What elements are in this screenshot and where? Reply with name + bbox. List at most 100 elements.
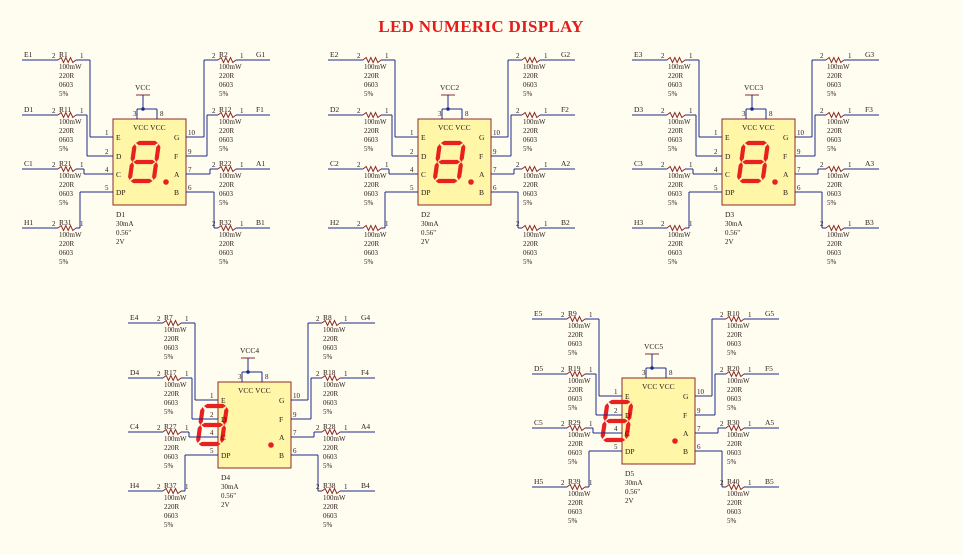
net-label-right: G2 xyxy=(561,50,570,59)
pin-number: 9 xyxy=(797,148,801,156)
resistor-spec-line: 100mW xyxy=(727,322,750,330)
segment-pin-letter: E xyxy=(725,133,730,142)
resistor-spec-line: 5% xyxy=(568,349,578,357)
resistor-designator: R11 xyxy=(59,105,71,114)
resistor-pin-label: 1 xyxy=(80,107,84,115)
resistor-spec-line: 220R xyxy=(668,181,684,189)
display-spec-line: 0.56" xyxy=(421,229,436,237)
resistor-pin-label: 1 xyxy=(240,161,244,169)
resistor-designator: R8 xyxy=(323,313,332,322)
resistor-spec-line: 220R xyxy=(219,181,235,189)
led-segment xyxy=(600,421,607,439)
resistor-spec-line: 220R xyxy=(323,335,339,343)
resistor-designator: R20 xyxy=(727,364,740,373)
resistor-pin-label: 2 xyxy=(516,52,520,60)
resistor-pin-label: 1 xyxy=(185,483,189,491)
resistor-pin-label: 1 xyxy=(185,315,189,323)
segment-pin-letter: E xyxy=(116,133,121,142)
resistor-spec-line: 220R xyxy=(59,72,75,80)
resistor-symbol xyxy=(825,111,845,119)
resistor-spec-line: 100mW xyxy=(323,326,346,334)
net-label-left: D2 xyxy=(330,105,339,114)
net-label-left: H4 xyxy=(130,481,139,490)
net-label-left: C2 xyxy=(330,159,339,168)
resistor-spec-line: 5% xyxy=(523,90,533,98)
resistor-symbol xyxy=(725,424,745,432)
segment-pin-letter: B xyxy=(174,188,179,197)
resistor-spec-line: 0603 xyxy=(164,344,179,352)
resistor-spec-line: 0603 xyxy=(59,81,74,89)
resistor-pin-label: 2 xyxy=(820,161,824,169)
resistor-pin-label: 2 xyxy=(720,479,724,487)
pin-number: 9 xyxy=(188,148,192,156)
led-segment xyxy=(737,162,743,180)
resistor-pin-label: 1 xyxy=(80,220,84,228)
resistor-designator: R39 xyxy=(568,477,581,486)
resistor-spec-line: 5% xyxy=(323,521,333,529)
resistor-spec-line: 100mW xyxy=(323,435,346,443)
resistor-symbol xyxy=(321,319,341,327)
resistor-designator: R9 xyxy=(568,309,577,318)
resistor-spec-line: 5% xyxy=(668,145,678,153)
resistor-spec-line: 0603 xyxy=(164,512,179,520)
resistor-pin-label: 2 xyxy=(52,220,56,228)
pin-number: 8 xyxy=(465,110,469,118)
resistor-symbol xyxy=(362,224,382,232)
pin-number: 1 xyxy=(410,129,414,137)
resistor-pin-label: 1 xyxy=(589,420,593,428)
resistor-pin-label: 2 xyxy=(561,366,565,374)
led-segment xyxy=(603,403,610,421)
led-segment xyxy=(744,140,767,146)
resistor-spec-line: 220R xyxy=(668,127,684,135)
resistor-pin-label: 2 xyxy=(157,424,161,432)
resistor-spec-line: 5% xyxy=(364,145,374,153)
pin-number: 9 xyxy=(697,407,701,415)
resistor-pin-label: 1 xyxy=(748,311,752,319)
resistor-designator: R1 xyxy=(59,50,68,59)
pin-number: 6 xyxy=(697,443,701,451)
resistor-spec-line: 0603 xyxy=(323,512,338,520)
resistor-symbol xyxy=(725,370,745,378)
net-label-left: C1 xyxy=(24,159,33,168)
resistor-pin-label: 2 xyxy=(212,161,216,169)
resistor-pin-label: 1 xyxy=(589,311,593,319)
resistor-spec-line: 0603 xyxy=(727,508,742,516)
resistor-spec-line: 220R xyxy=(219,127,235,135)
net-label-left: C3 xyxy=(634,159,643,168)
pin-number: 3 xyxy=(742,110,746,118)
pin-number: 3 xyxy=(438,110,442,118)
pin-number: 7 xyxy=(493,166,497,174)
net-label-right: A5 xyxy=(765,418,774,427)
resistor-symbol xyxy=(825,224,845,232)
net-label-left: C4 xyxy=(130,422,139,431)
display-spec-line: 2V xyxy=(221,501,230,509)
resistor-pin-label: 1 xyxy=(185,424,189,432)
resistor-pin-label: 1 xyxy=(848,161,852,169)
resistor-spec-line: 100mW xyxy=(523,231,546,239)
segment-pin-letter: A xyxy=(174,170,180,179)
led-segment xyxy=(739,178,762,184)
pin-number: 3 xyxy=(133,110,137,118)
resistor-spec-line: 220R xyxy=(727,499,743,507)
vcc-net-label: VCC2 xyxy=(440,83,459,92)
resistor-spec-line: 220R xyxy=(668,240,684,248)
resistor-spec-line: 100mW xyxy=(59,118,82,126)
display-designator: D5 xyxy=(625,469,634,478)
resistor-symbol xyxy=(725,315,745,323)
net-label-right: A3 xyxy=(865,159,874,168)
pin-number: 2 xyxy=(210,411,214,419)
net-label-right: G1 xyxy=(256,50,265,59)
resistor-symbol xyxy=(521,111,541,119)
net-label-left: H2 xyxy=(330,218,339,227)
led-segment xyxy=(130,144,137,162)
pin-number: 5 xyxy=(410,184,414,192)
resistor-symbol xyxy=(217,111,237,119)
led-segment xyxy=(201,422,224,428)
resistor-spec-line: 220R xyxy=(59,240,75,248)
resistor-pin-label: 2 xyxy=(720,420,724,428)
resistor-spec-line: 0603 xyxy=(827,81,842,89)
resistor-spec-line: 0603 xyxy=(668,190,683,198)
led-decimal-point xyxy=(163,179,169,185)
vcc-net-label: VCC5 xyxy=(644,342,663,351)
resistor-pin-label: 1 xyxy=(185,370,189,378)
